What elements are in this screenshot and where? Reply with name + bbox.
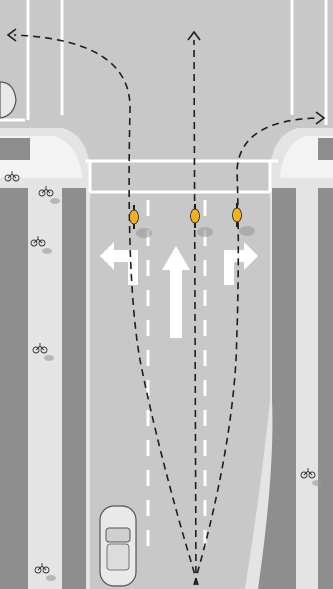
car-windshield xyxy=(105,527,131,543)
bike-stencil-icon xyxy=(300,468,322,486)
right-corner-post xyxy=(318,138,333,160)
left-corner-post xyxy=(0,138,30,160)
arrowhead-left-icon xyxy=(6,28,17,42)
path-right xyxy=(193,117,319,586)
car-icon xyxy=(99,505,137,587)
bike-stencil-icon xyxy=(4,171,20,182)
bike-stencils xyxy=(4,171,322,581)
left-curb-strip xyxy=(62,188,86,589)
arrowhead-up-icon xyxy=(187,30,201,41)
cyclist-right xyxy=(232,203,255,236)
car-roof xyxy=(106,543,130,571)
bike-stencil-icon xyxy=(32,343,54,361)
turn-right-arrow-icon xyxy=(224,242,258,285)
cyclist-shadow xyxy=(136,228,152,238)
bike-paths xyxy=(13,34,319,586)
left-parking-lane xyxy=(0,188,28,589)
cyclist-shadow xyxy=(239,226,255,236)
cyclist-left xyxy=(129,205,152,238)
cyclist-shadow xyxy=(197,227,213,237)
path-left xyxy=(13,34,199,586)
right-curb-strip xyxy=(258,188,296,589)
cyclist-body xyxy=(232,207,242,223)
straight-arrow-icon xyxy=(162,246,190,338)
cyclist-body xyxy=(190,208,200,224)
bike-stencil-icon xyxy=(34,563,56,581)
turn-left-arrow-icon xyxy=(100,242,138,285)
arrowhead-right-icon xyxy=(315,111,326,125)
right-parking-lane xyxy=(318,188,333,589)
cyclist-center xyxy=(190,204,213,237)
bike-stencil-icon xyxy=(38,186,60,204)
lane-dividers xyxy=(146,200,207,560)
partial-car-icon xyxy=(0,81,17,119)
bike-stencil-icon xyxy=(30,236,52,254)
cyclist-body xyxy=(129,209,139,225)
path-straight xyxy=(193,39,197,586)
